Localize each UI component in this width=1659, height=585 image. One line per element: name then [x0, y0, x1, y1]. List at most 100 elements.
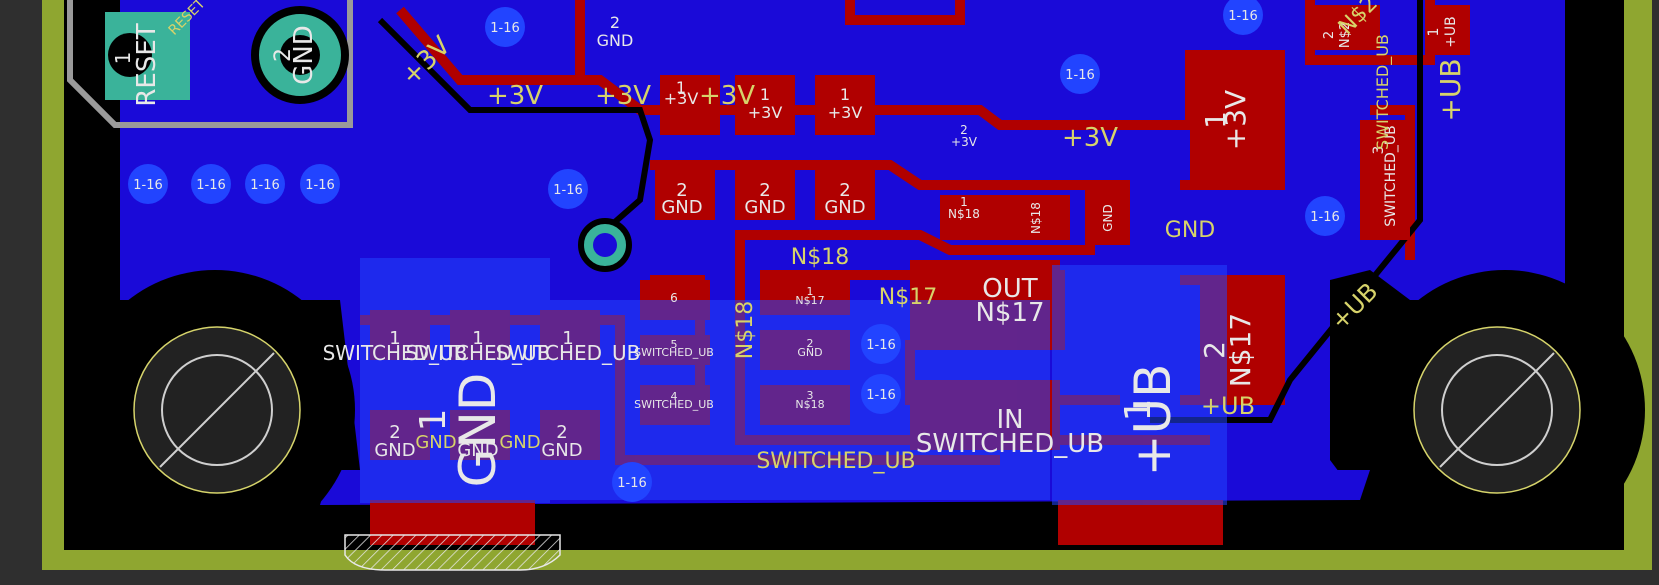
clearance-3v [377, 17, 654, 238]
gnd-pad-4b: GND [415, 432, 456, 453]
pad-gnd-3-net: GND [824, 197, 865, 218]
trace-top-right [845, 0, 965, 25]
pad-3v-3-pin: 1 [840, 85, 850, 104]
via-circle [300, 164, 340, 204]
pad-ns18-1-pin: 1 [960, 195, 968, 209]
pad-3v-2 [735, 75, 795, 135]
via-7[interactable]: 1-16 [300, 164, 340, 204]
via-label: 1-16 [305, 178, 335, 193]
pad-ns2-pin: 2 [1322, 31, 1337, 39]
via-3[interactable]: 1-16 [1060, 54, 1100, 94]
net-ub-vert: +UB [1434, 58, 1467, 121]
via-label: 1-16 [1310, 210, 1340, 225]
net-3v-c: +3V [699, 81, 755, 111]
pad-ub-small-pin: 1 [1426, 28, 1442, 37]
reset-pad-hole [108, 33, 152, 77]
pad-3v-1-pin: 1 [676, 78, 686, 97]
pad-ns17-1-net: N$17 [795, 294, 824, 307]
reset-pin: 1 [111, 52, 135, 65]
mounting-hole-right[interactable] [1413, 326, 1581, 494]
via-4[interactable]: 1-16 [128, 164, 168, 204]
via-9[interactable]: 1-16 [1305, 196, 1345, 236]
sw-pad-1-pin: 1 [389, 328, 400, 349]
via-10[interactable]: 1-16 [861, 324, 901, 364]
via-circle [485, 7, 525, 47]
reg-out-label: OUT [982, 274, 1037, 304]
pad-switched-ub-3 [1360, 120, 1410, 240]
board-edge-left [64, 300, 124, 550]
via-12[interactable]: 1-16 [612, 462, 652, 502]
clearance-ub [1150, 0, 1423, 423]
net-ns18: N$18 [791, 245, 849, 270]
via-2[interactable]: 1-16 [1223, 0, 1263, 35]
pad-ns18-1-net: N$18 [948, 207, 980, 221]
pad-ub-small-net: +UB [1443, 16, 1459, 48]
sw-pad-1-net: SWITCHED_UB [323, 341, 468, 365]
gnd-pad-6-pin: 2 [556, 422, 567, 443]
pad-gnd-1 [655, 160, 715, 220]
ic-pin-4: 4 [671, 390, 678, 403]
net-gnd-right: GND [1165, 218, 1215, 243]
via-label: 1-16 [553, 183, 583, 198]
ic-pin-6: 6 [670, 291, 678, 305]
pad-gnd-3-pin: 2 [839, 180, 850, 201]
via-circle [1223, 0, 1263, 35]
via-label: 1-16 [250, 178, 280, 193]
reset-label: RESET [132, 23, 162, 106]
mounting-hole-right-inner [1441, 354, 1553, 466]
ic-pin-5-net: SWITCHED_UB [634, 346, 714, 359]
net-switched-ub-vert: SWITCHED_UB [1373, 34, 1393, 150]
pad-gnd-2-net: GND [744, 197, 785, 218]
sw-pad-2-net: SWITCHED_UB [406, 341, 551, 365]
pad-ns18-2 [1010, 195, 1070, 240]
mounting-hole-left-slash [159, 352, 275, 468]
via-label: 1-16 [196, 178, 226, 193]
net-3v-a: +3V [487, 81, 543, 111]
sw-pad-3-net: SWITCHED_UB [496, 341, 641, 365]
pad-3v-1-net: +3V [664, 89, 699, 108]
reg-out-net: N$17 [975, 298, 1044, 328]
net-ns17: N$17 [879, 285, 937, 310]
via-circle [191, 164, 231, 204]
bottom-layer-overlays [360, 258, 1227, 505]
gnd-pad-4-net: GND [374, 440, 415, 461]
pad-3v-big-pin: 1 [1199, 111, 1232, 129]
pad-switched-ub-net: SWITCHED_UB [1383, 125, 1399, 226]
via-label: 1-16 [866, 388, 896, 403]
pad-ns2-net: N$2 [1338, 22, 1353, 48]
pad-3v-small-net: +3V [951, 135, 978, 149]
pad-3v-2-net: +3V [748, 103, 783, 122]
via-circle [861, 374, 901, 414]
pad-switched-ub-pin: 3 [1371, 146, 1387, 155]
reg-in-label: IN [996, 405, 1023, 435]
via-1[interactable]: 1-16 [485, 7, 525, 47]
gnd-pad-5b: GND [499, 432, 540, 453]
via-circle [1305, 196, 1345, 236]
pad-ns18-3-net: N$18 [795, 398, 824, 411]
via-label: 1-16 [866, 338, 896, 353]
pad-gnd-7-pin: 2 [807, 337, 814, 350]
via-circle [245, 164, 285, 204]
pad-ns17-2-pin: 2 [1198, 341, 1231, 359]
net-ub: +UB [1201, 392, 1255, 420]
net-switched-ub: SWITCHED_UB [756, 449, 915, 474]
via-circle [548, 169, 588, 209]
via-11[interactable]: 1-16 [861, 374, 901, 414]
via-5[interactable]: 1-16 [191, 164, 231, 204]
pad-ub-small [1430, 5, 1470, 55]
pad-gnd-7-net: GND [797, 346, 822, 359]
mounting-hole-left[interactable] [133, 326, 301, 494]
pad-3v-small-pin: 2 [960, 123, 968, 137]
pad-gnd-1-pin: 2 [676, 180, 687, 201]
pad-ns18-2-net: N$18 [1029, 202, 1043, 234]
via-ic-center [593, 233, 617, 257]
via-8[interactable]: 1-16 [548, 169, 588, 209]
net-ns18-vert: N$18 [733, 301, 758, 359]
via-6[interactable]: 1-16 [245, 164, 285, 204]
usb-gnd-pin: 1 [413, 409, 454, 432]
pad-gnd-3 [815, 160, 875, 220]
pad-usb-ub [1058, 500, 1223, 545]
reg-in-net: SWITCHED_UB [916, 429, 1104, 459]
